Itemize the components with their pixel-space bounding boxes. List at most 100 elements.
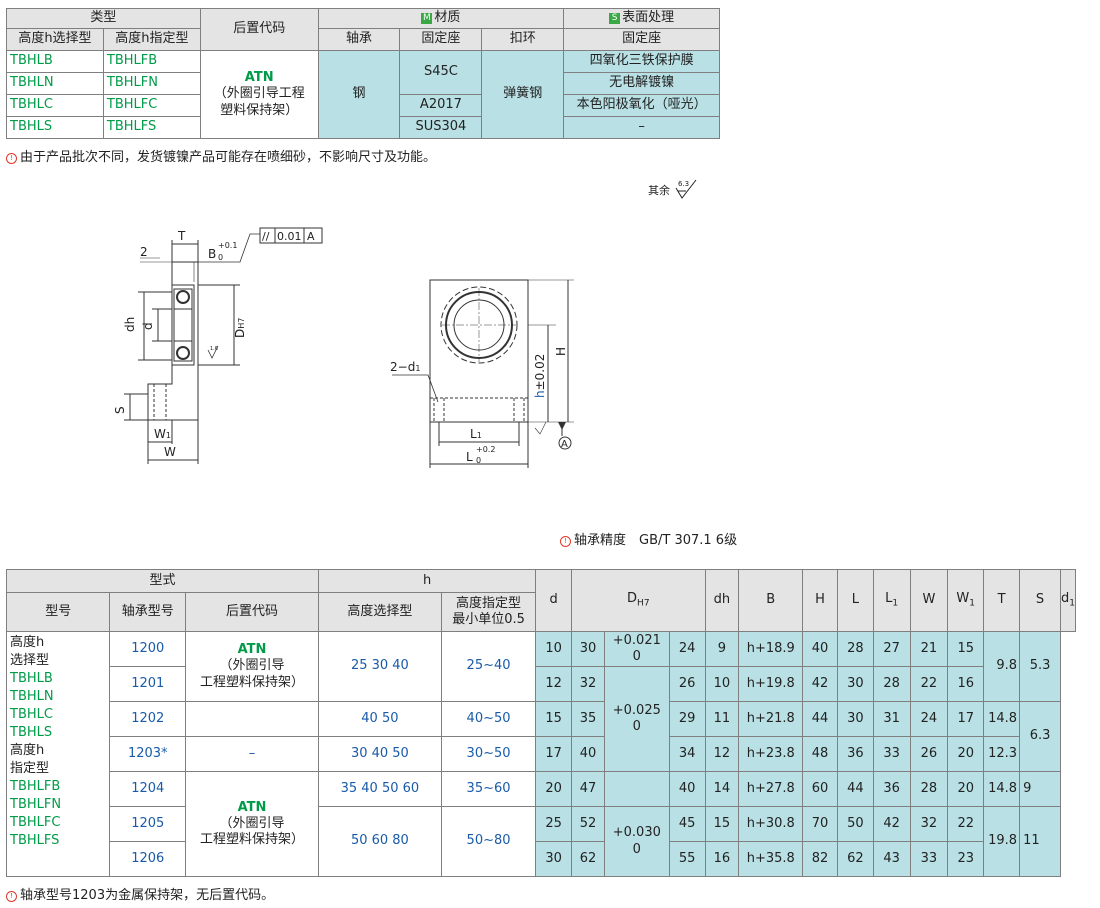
model-select: TBHLB [6, 50, 104, 73]
col-W1-main: W [956, 591, 970, 607]
val-H: h+19.8 [738, 666, 804, 702]
note-plating-text: 由于产品批次不同，发货镀镍产品可能存在喷细砂，不影响尺寸及功能。 [20, 150, 437, 165]
warning-icon: ! [6, 153, 17, 164]
suffix-code: ATN [237, 642, 267, 658]
roughness-value: 6.3 [678, 180, 689, 188]
suffix-desc: 工程塑料保持架） [200, 832, 305, 848]
h-specify: 40~50 [440, 701, 537, 737]
val-T: 23 [947, 841, 985, 877]
suffix-desc: （外圈引导 [219, 658, 285, 674]
val-D: 62 [571, 841, 605, 877]
surface-treatment: 本色阳极氧化（哑光） [563, 94, 720, 117]
val-d: 10 [535, 631, 573, 667]
seat-material: SUS304 [399, 116, 483, 139]
val-D: 35 [571, 701, 605, 737]
tol-upper: +0.030 [612, 825, 661, 841]
h-select: 35 40 50 60 [317, 771, 442, 807]
bearing-no: 1202 [109, 701, 187, 737]
tol-lower: 0 [632, 719, 641, 734]
dim-H: H [554, 347, 568, 356]
dim-L: L [466, 450, 473, 464]
h-specify: 35~60 [440, 771, 537, 807]
dim-h-main: h [533, 390, 547, 398]
col-surface-seat: 固定座 [563, 28, 720, 51]
col-L1: L1 [872, 569, 911, 632]
model-line: 高度h [10, 743, 45, 758]
col-L: L [836, 569, 874, 632]
note-bearing-1203-text: 轴承型号1203为金属保持架，无后置代码。 [20, 888, 275, 903]
col-ring: 扣环 [481, 28, 565, 51]
suffix-desc: （外圈引导工程 [213, 86, 305, 102]
val-H: h+35.8 [738, 841, 804, 877]
dim-B-tol-up: +0.1 [218, 241, 237, 250]
bearing-no: 1204 [109, 771, 187, 807]
col-W1-sub: 1 [969, 598, 976, 609]
dim-2: 2 [140, 245, 148, 259]
surface-treatment: – [563, 116, 720, 139]
col-d1-sub: 1 [1069, 598, 1075, 609]
dim-L-tol-up: +0.2 [476, 445, 495, 454]
val-d1: 6.3 [1019, 701, 1061, 772]
suffix-desc: 工程塑料保持架） [200, 674, 305, 690]
tol-lower: 0 [632, 841, 641, 857]
col-D-sub: H7 [637, 598, 650, 609]
suffix-code: ATN [237, 799, 267, 815]
model-specify: TBHLFS [102, 116, 201, 139]
model-line: TBHLFC [10, 815, 61, 830]
val-S: 14.8 [983, 701, 1021, 737]
model-select: TBHLC [6, 94, 104, 117]
accuracy-text: 轴承精度 GB/T 307.1 6级 [574, 533, 738, 548]
drawing-side-view: // 0.01 A 2 T B +0.1 0 dh d DH7 1.6 S W1… [113, 227, 323, 464]
dim-T: T [177, 229, 186, 243]
model-line: TBHLN [10, 689, 54, 704]
val-W1: 28 [909, 771, 949, 807]
model-select: TBHLN [6, 72, 104, 95]
col-d1-main: d [1061, 591, 1070, 607]
val-L: 42 [802, 666, 838, 702]
val-W: 43 [872, 841, 911, 877]
val-L1: 30 [836, 666, 874, 702]
val-B: 15 [704, 806, 740, 842]
dim-2d1-sub: 1 [415, 364, 420, 373]
suffix-empty [185, 701, 319, 737]
val-d: 17 [535, 736, 573, 772]
suffix-cell: ATN （外圈引导 工程塑料保持架） [185, 771, 319, 877]
val-T: 20 [947, 736, 985, 772]
group-model-header: 型式 [6, 569, 319, 593]
val-W: 27 [872, 631, 911, 667]
val-H: h+23.8 [738, 736, 804, 772]
model-line: TBHLFB [10, 779, 61, 794]
bearing-no: 1203* [109, 736, 187, 772]
val-B: 14 [704, 771, 740, 807]
h-specify: 30~50 [440, 736, 537, 772]
col-S: S [1019, 569, 1061, 632]
col-h-specify-line1: 高度指定型 [456, 595, 522, 611]
h-specify: 50~80 [440, 806, 537, 877]
val-B: 10 [704, 666, 740, 702]
tol-lower: 0 [632, 649, 641, 664]
val-W1: 24 [909, 701, 949, 737]
suffix-dash: – [185, 736, 319, 772]
col-dh: dh [704, 569, 740, 632]
parallel-symbol: // [262, 230, 270, 243]
model-line: TBHLS [10, 725, 53, 740]
model-line: 指定型 [10, 761, 50, 776]
dim-2d1-main: 2−d [390, 360, 415, 374]
val-L: 70 [802, 806, 838, 842]
val-B: 12 [704, 736, 740, 772]
val-H: h+21.8 [738, 701, 804, 737]
suffix-header: 后置代码 [199, 8, 319, 51]
col-h-select: 高度h选择型 [6, 28, 104, 51]
val-d: 15 [535, 701, 573, 737]
roughness-icon: 6.3 [675, 179, 696, 199]
val-D: 47 [571, 771, 605, 807]
tol-D-empty [603, 771, 670, 807]
val-d: 12 [535, 666, 573, 702]
seat-material: S45C [399, 50, 483, 95]
val-W1: 33 [909, 841, 949, 877]
val-S: 9.8 [983, 631, 1021, 702]
col-D-main: D [627, 591, 638, 607]
